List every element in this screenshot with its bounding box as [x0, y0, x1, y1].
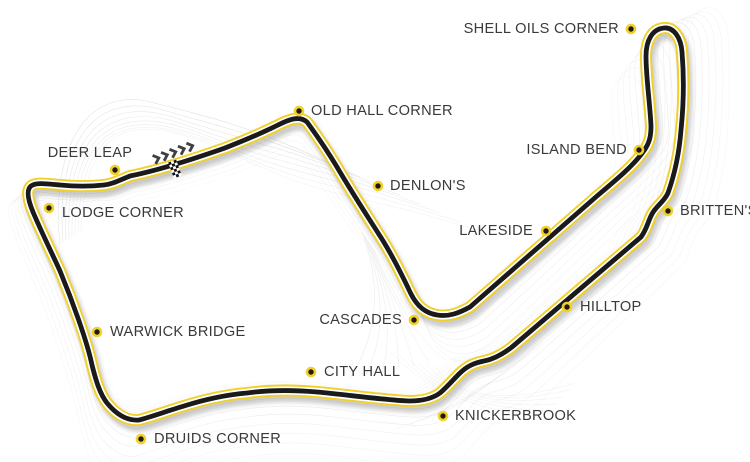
corner-label-denlons: DENLON'S [390, 178, 466, 194]
corner-label-shell-oils-corner: SHELL OILS CORNER [464, 21, 619, 37]
race-track [22, 22, 693, 432]
track-kerb-gap [24, 23, 688, 425]
corner-label-lodge-corner: LODGE CORNER [62, 205, 184, 221]
corner-markers: SHELL OILS CORNER OLD HALL CORNER DEER LEA… [43, 21, 750, 447]
track-centerline [25, 25, 686, 423]
corner-label-deer-leap: DEER LEAP [48, 145, 133, 161]
corner-dot-lakeside [540, 225, 552, 237]
corner-label-warwick-bridge: WARWICK BRIDGE [110, 324, 246, 340]
track-edge-line [22, 22, 690, 427]
corner-dot-warwick-bridge [91, 326, 103, 338]
corner-dot-deer-leap [109, 164, 121, 176]
corner-dot-shell-oils-corner [625, 23, 637, 35]
corner-dot-cascades [408, 314, 420, 326]
corner-label-island-bend: ISLAND BEND [526, 142, 627, 158]
corner-dot-brittens [662, 205, 674, 217]
corner-label-hilltop: HILLTOP [580, 299, 642, 315]
corner-dot-druids-corner [135, 433, 147, 445]
corner-label-brittens: BRITTEN'S [680, 203, 750, 219]
corner-label-knickerbrook: KNICKERBROOK [455, 408, 576, 424]
start-finish-line-icon [168, 159, 182, 179]
corner-dot-old-hall-corner [293, 105, 305, 117]
corner-label-old-hall-corner: OLD HALL CORNER [311, 103, 453, 119]
corner-label-druids-corner: DRUIDS CORNER [154, 431, 281, 447]
corner-label-cascades: CASCADES [319, 312, 402, 328]
corner-dot-island-bend [633, 144, 645, 156]
corner-dot-knickerbrook [437, 410, 449, 422]
corner-dot-denlons [372, 180, 384, 192]
corner-label-lakeside: LAKESIDE [459, 223, 533, 239]
corner-dot-hilltop [561, 301, 573, 313]
direction-arrows-icon [152, 141, 195, 165]
corner-dot-city-hall [305, 366, 317, 378]
corner-dot-lodge-corner [43, 202, 55, 214]
corner-label-city-hall: CITY HALL [324, 364, 400, 380]
